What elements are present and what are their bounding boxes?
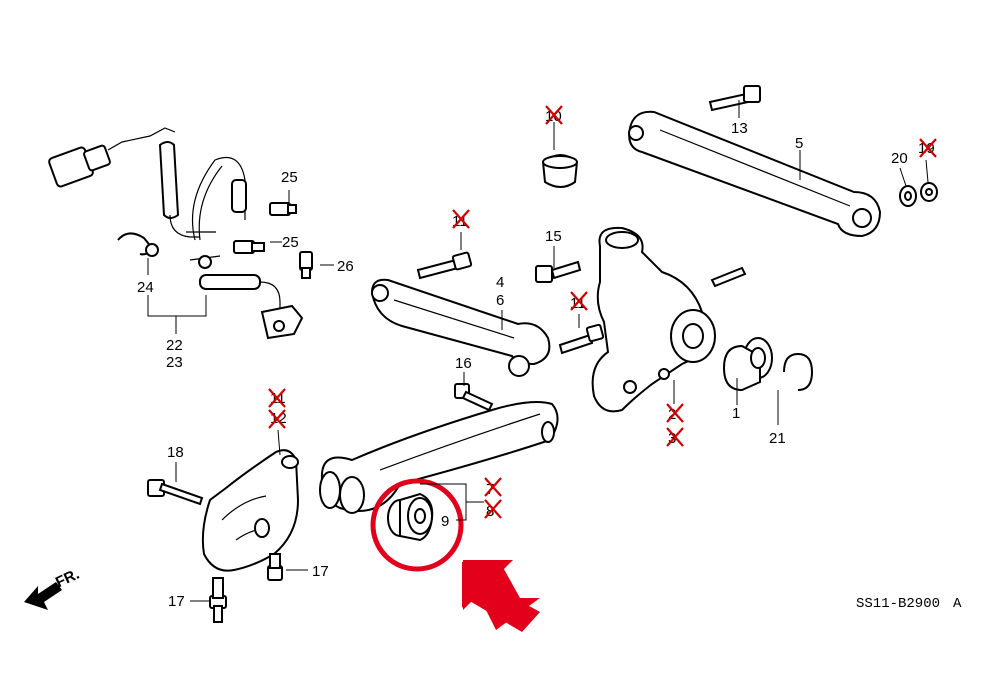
sensor-bolt-lower [233, 240, 265, 254]
callout-26: 26 [337, 258, 354, 275]
lower-arm [319, 401, 559, 514]
bolt-16 [454, 383, 494, 412]
upper-arm [370, 278, 551, 377]
crossout-11-knuckle [570, 291, 588, 311]
knuckle-bolt [558, 323, 605, 355]
callout-16: 16 [455, 355, 472, 372]
bushing-10 [541, 154, 579, 188]
callout-6: 6 [496, 292, 504, 309]
highlight-arrow [462, 560, 540, 632]
crossout-8 [484, 499, 502, 519]
callout-20: 20 [891, 150, 908, 167]
trailing-bracket [201, 449, 300, 572]
crossout-12 [268, 409, 286, 429]
callout-5: 5 [795, 135, 803, 152]
crossout-7 [484, 477, 502, 497]
bolt-13 [708, 85, 761, 112]
front-direction-arrow: FR. [24, 566, 82, 610]
drawing-code-suffix: A [953, 596, 962, 612]
crossout-10 [545, 105, 563, 125]
sensor-bolt-upper [269, 202, 297, 216]
callout-23: 23 [166, 354, 183, 371]
drawing-code: SS11-B2900 [856, 596, 940, 612]
callout-13: 13 [731, 120, 748, 137]
bolt-15 [535, 260, 582, 283]
callout-9: 9 [441, 513, 449, 530]
washer-20 [899, 185, 917, 207]
crossout-19 [919, 138, 937, 158]
bolt-17-left [209, 577, 227, 623]
callout-17-left: 17 [168, 593, 185, 610]
circlip [783, 352, 814, 391]
callout-2: 2 [668, 406, 676, 423]
crossout-11-bracket [268, 388, 286, 408]
callout-17-right: 17 [312, 563, 329, 580]
callout-21: 21 [769, 430, 786, 447]
callout-22: 22 [166, 337, 183, 354]
hub-bearing [722, 337, 773, 392]
direction-label: FR. [53, 566, 82, 592]
callout-3: 3 [668, 430, 676, 447]
callout-25-lower: 25 [282, 234, 299, 251]
highlight-circle [370, 478, 464, 572]
leader-lines [147, 100, 929, 602]
compensator-arm [628, 110, 882, 238]
callout-25-upper: 25 [281, 169, 298, 186]
crossout-marks [268, 105, 937, 519]
crossout-2 [666, 403, 684, 423]
callout-24: 24 [137, 279, 154, 296]
nut-19 [920, 182, 938, 202]
bushing-9 [387, 492, 434, 542]
bolt-17-right [267, 553, 283, 581]
bolt-26 [299, 251, 313, 279]
crossout-3 [666, 427, 684, 447]
callout-1: 1 [732, 405, 740, 422]
rear-knuckle [591, 226, 747, 413]
callout-18: 18 [167, 444, 184, 461]
bolt-18 [147, 479, 204, 506]
callout-4: 4 [496, 274, 504, 291]
callout-15: 15 [545, 228, 562, 245]
crossout-11-upper-arm [452, 209, 470, 229]
wheel-speed-sensor [48, 127, 304, 340]
upper-arm-bolt [416, 251, 473, 280]
